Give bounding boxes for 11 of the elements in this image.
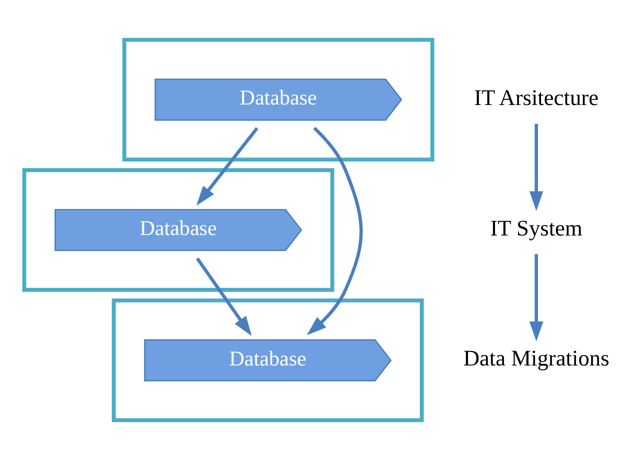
cluster — [112, 298, 424, 422]
cluster — [22, 168, 334, 292]
node-text: IT System — [490, 214, 582, 240]
node-text: IT Arsitecture — [474, 84, 599, 110]
arrow — [196, 126, 258, 206]
node-text: Data Migrations — [463, 345, 610, 370]
arrow — [306, 126, 363, 335]
arrow — [196, 256, 252, 336]
arrow — [529, 123, 544, 211]
cluster — [122, 37, 434, 162]
arrow — [529, 254, 544, 341]
